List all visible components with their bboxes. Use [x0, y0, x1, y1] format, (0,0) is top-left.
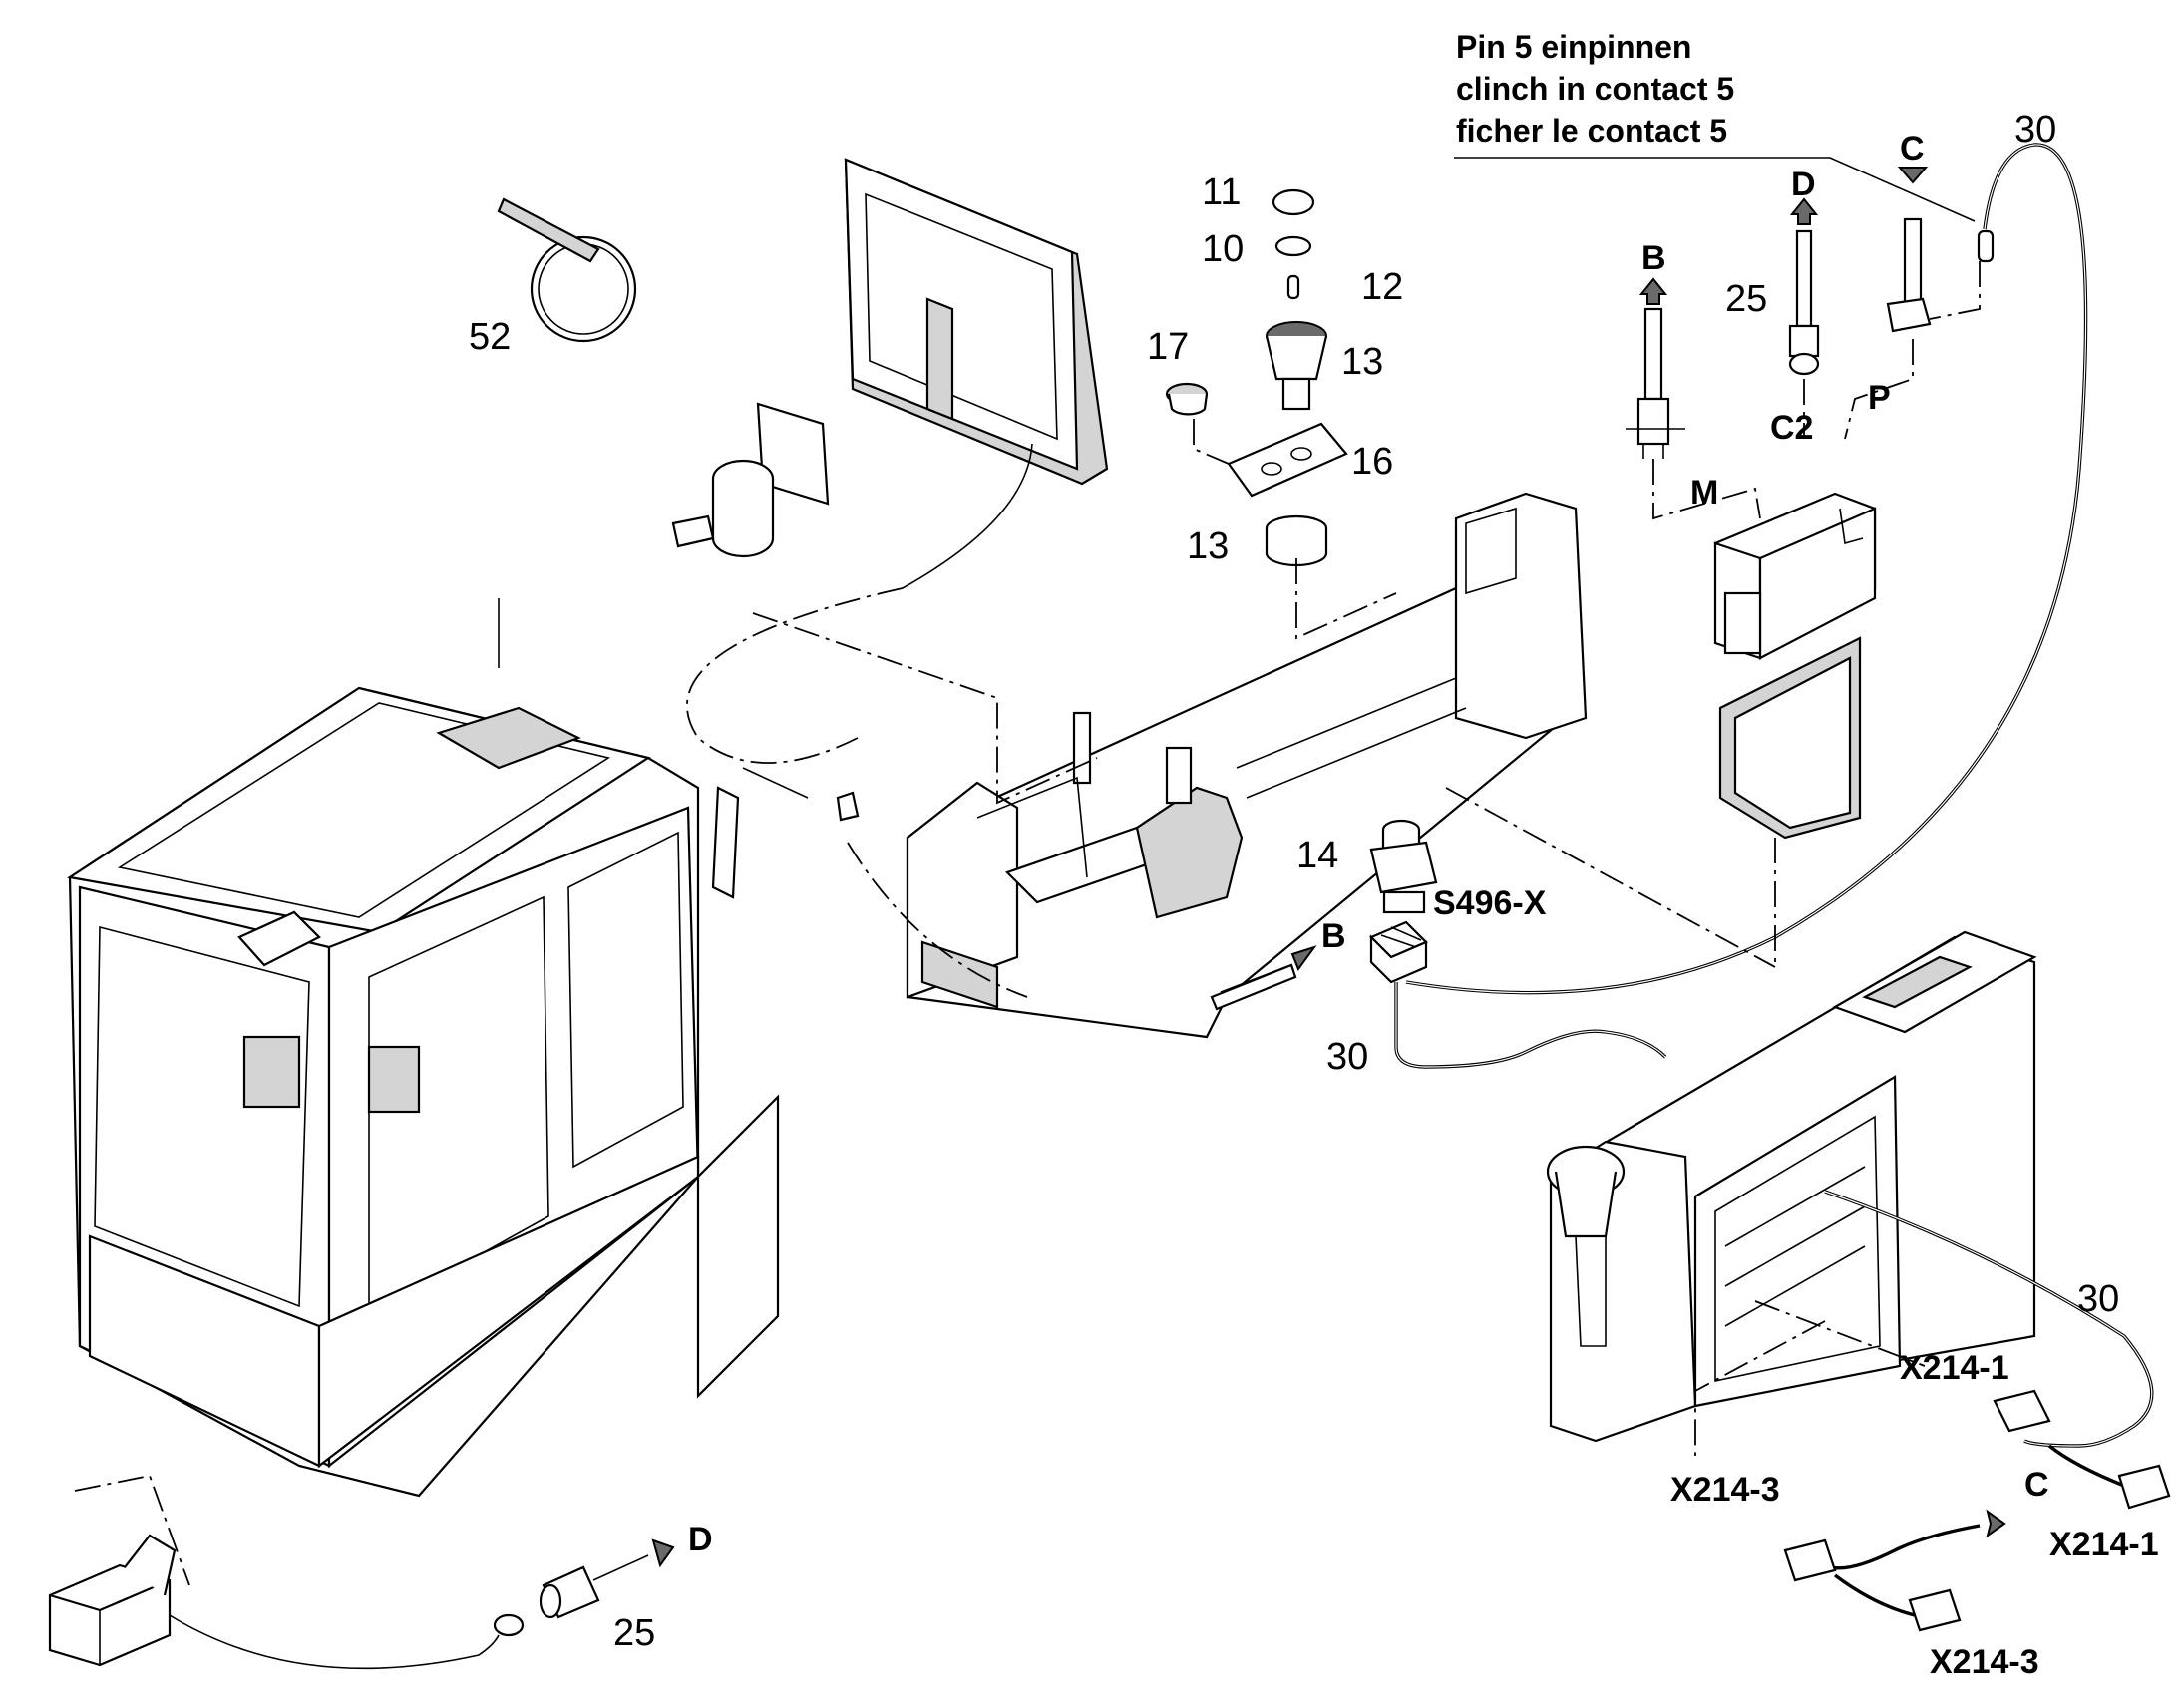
- callout-13-upper: 13: [1341, 341, 1383, 383]
- cab-assembly: [67, 598, 780, 1498]
- callout-17: 17: [1147, 326, 1189, 368]
- control-console: [686, 492, 1588, 1039]
- note-line-3: ficher le contact 5: [1456, 113, 1727, 149]
- letter-c-bottom: C: [2024, 1466, 2049, 1504]
- arrow-b-middle: [1210, 945, 1317, 1011]
- cable-harness-part-30-lower: [1394, 982, 1667, 1069]
- letter-b-middle: B: [1321, 917, 1346, 955]
- connector-s496x: S496-X: [1433, 884, 1547, 922]
- letter-c-top: C: [1900, 130, 1925, 168]
- callout-30-middle: 30: [1326, 1036, 1368, 1078]
- callout-25-lower: 25: [613, 1612, 655, 1654]
- rotary-knob-stack: [1165, 188, 1397, 640]
- cable-harness-part-30-right: [1783, 1190, 2171, 1632]
- callout-30-right: 30: [2077, 1278, 2119, 1320]
- letter-b-top: B: [1641, 239, 1666, 277]
- labels: Pin 5 einpinnen clinch in contact 5 fich…: [469, 29, 2159, 1681]
- note-line-2: clinch in contact 5: [1456, 71, 1734, 107]
- letter-d-bottom: D: [688, 1521, 713, 1558]
- callout-52: 52: [469, 316, 511, 358]
- plug-part-25-lower: [539, 1538, 675, 1619]
- callout-11: 11: [1202, 171, 1241, 213]
- connector-x2143-upper: X214-3: [1670, 1471, 1780, 1509]
- connector-x2141-lower: X214-1: [2049, 1526, 2159, 1563]
- control-unit-module: [1445, 492, 1877, 968]
- callout-14: 14: [1296, 835, 1338, 876]
- letter-m: M: [1690, 474, 1718, 512]
- letter-d-top: D: [1791, 166, 1816, 203]
- letter-p: P: [1868, 379, 1891, 417]
- callout-13-lower: 13: [1187, 525, 1229, 567]
- callout-25-upper: 25: [1725, 278, 1767, 320]
- cable-harness-part-30-upper: [1405, 143, 2088, 995]
- callout-16: 16: [1351, 441, 1393, 483]
- cable-tie-part-52: [497, 197, 637, 343]
- callout-12: 12: [1361, 266, 1403, 308]
- monitor-display: [671, 158, 1109, 589]
- upper-connector-group: [1626, 167, 1981, 520]
- note-leader-line: [1454, 157, 1976, 222]
- callout-30-upper: 30: [2014, 109, 2056, 151]
- callout-10: 10: [1202, 228, 1244, 270]
- note-line-1: Pin 5 einpinnen: [1456, 29, 1691, 65]
- connector-x2143-lower: X214-3: [1930, 1643, 2039, 1681]
- electrical-cabinet: [1546, 930, 2037, 1456]
- work-lamp: [48, 1474, 525, 1670]
- connector-c2: C2: [1770, 409, 1813, 447]
- connector-x2141-upper: X214-1: [1900, 1349, 2009, 1387]
